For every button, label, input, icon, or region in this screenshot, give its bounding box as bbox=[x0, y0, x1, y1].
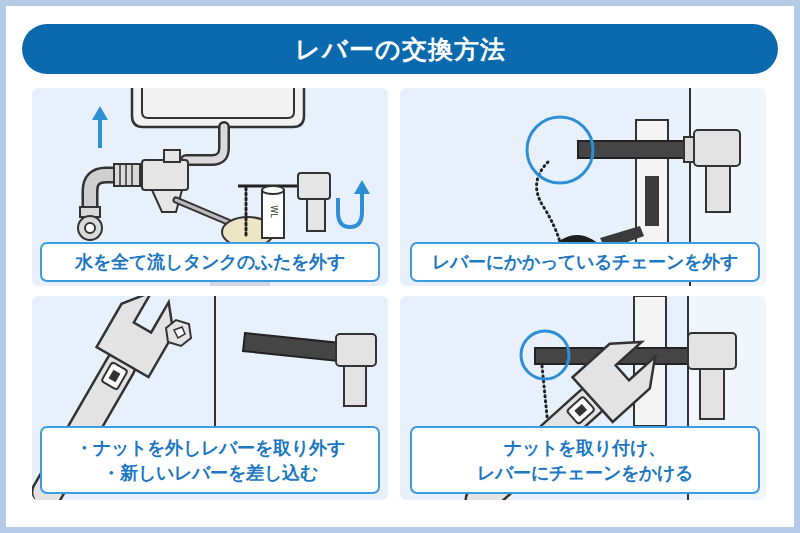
panel-background-part bbox=[400, 88, 766, 286]
tank-illustration-part bbox=[262, 186, 284, 194]
install-illustration-part bbox=[688, 333, 736, 369]
tank-illustration-part bbox=[131, 164, 133, 186]
lever-illustration-part bbox=[684, 137, 694, 162]
caption-box: レバーにかかっているチェーンを外す bbox=[410, 242, 760, 282]
flow-arrow-part bbox=[98, 118, 102, 148]
caption-box: ・ナットを外しレバーを取り外す・新しいレバーを差し込む bbox=[40, 426, 380, 494]
title-text: レバーの交換方法 bbox=[295, 33, 506, 66]
wrench-illustration-part bbox=[344, 366, 366, 406]
caption-text: ・新しいレバーを差し込む bbox=[102, 460, 318, 485]
highlight-circle bbox=[527, 117, 593, 183]
part-label: WL bbox=[269, 205, 278, 217]
highlight-circle bbox=[521, 331, 569, 379]
tank-illustration-part bbox=[85, 223, 95, 233]
tank-illustration-part bbox=[262, 190, 284, 238]
panel-background-part bbox=[32, 88, 388, 286]
tank-illustration-part bbox=[186, 127, 224, 160]
lever-illustration-part bbox=[578, 141, 690, 158]
caption-box: ナットを取り付け、 レバーにチェーンをかける bbox=[410, 426, 760, 494]
tank-illustration-part bbox=[142, 88, 294, 118]
caption-text: 水を全て流しタンクのふたを外す bbox=[75, 249, 345, 274]
install-illustration-part bbox=[700, 369, 724, 419]
caption-text: ・ナットを外しレバーを取り外す bbox=[75, 435, 345, 460]
wrench-illustration-part bbox=[336, 334, 376, 366]
wrench-illustration-part-part bbox=[101, 362, 128, 390]
caption-text: ナットを取り付け、 レバーにチェーンをかける bbox=[420, 435, 750, 485]
flow-arrow bbox=[92, 106, 370, 227]
wrench-illustration-part bbox=[174, 327, 185, 338]
lever-illustration-part bbox=[645, 176, 659, 226]
wrench-illustration-part bbox=[166, 320, 191, 346]
wrench-illustration-part-part bbox=[109, 370, 121, 383]
wrench-illustration-part bbox=[214, 296, 216, 426]
flow-arrow-part bbox=[338, 192, 362, 227]
tank-illustration-part bbox=[119, 164, 121, 186]
tank-illustration-part bbox=[298, 173, 330, 199]
tank-illustration-part bbox=[142, 160, 188, 190]
lever-illustration-part bbox=[537, 162, 560, 242]
outer-frame bbox=[3, 3, 797, 530]
tank-illustration-part bbox=[164, 150, 180, 162]
lever-illustration-part bbox=[706, 166, 730, 212]
tank-illustration-part bbox=[132, 88, 304, 127]
caption-text: レバーにかかっているチェーンを外す bbox=[432, 249, 738, 274]
install-illustration-part bbox=[542, 366, 548, 426]
flow-arrow-part bbox=[92, 106, 108, 120]
tank-illustration-part bbox=[245, 188, 248, 236]
tank-illustration-part bbox=[307, 199, 325, 231]
tank-illustration-part bbox=[125, 164, 127, 186]
title-band: レバーの交換方法 bbox=[22, 24, 778, 74]
tank-illustration-part bbox=[114, 164, 140, 186]
install-illustration-part-part bbox=[567, 396, 595, 424]
flow-arrow-part bbox=[354, 180, 370, 194]
tank-illustration-part bbox=[176, 200, 228, 222]
caption-box: 水を全て流しタンクのふたを外す bbox=[40, 242, 380, 282]
wrench-illustration-part bbox=[243, 333, 340, 361]
panel-background-part bbox=[400, 296, 766, 500]
panel-background bbox=[32, 88, 766, 500]
lever-illustration-part bbox=[694, 130, 740, 166]
tank-illustration-part bbox=[176, 200, 228, 222]
tank-illustration-part bbox=[78, 216, 102, 240]
tank-illustration-part bbox=[186, 127, 224, 160]
install-illustration-part-part bbox=[574, 404, 587, 417]
